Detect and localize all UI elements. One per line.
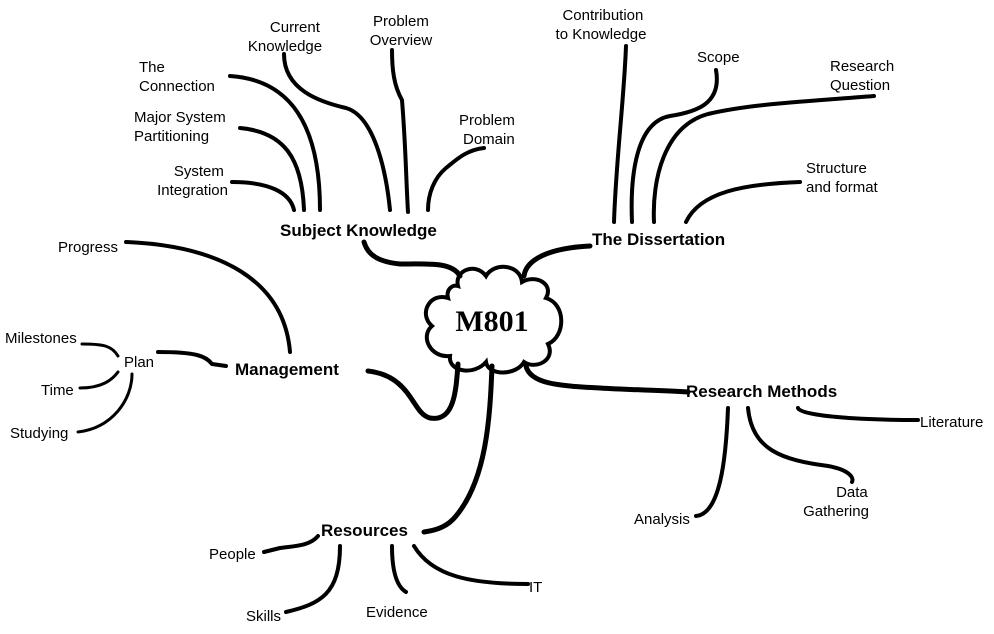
central-cloud-shape — [424, 265, 564, 375]
line-people — [262, 534, 320, 554]
label-evidence: Evidence — [366, 604, 428, 621]
line-evidence — [390, 544, 408, 594]
dissertation-labels: Contribution to Knowledge Scope Research… — [556, 7, 898, 196]
management-label: Management — [235, 360, 339, 379]
management-lines — [76, 240, 292, 434]
dissertation-label: The Dissertation — [592, 230, 725, 249]
resources-labels: People Skills Evidence IT — [209, 546, 542, 625]
central-node: M801 — [424, 265, 564, 375]
branch-line-subject-knowledge — [361, 239, 463, 279]
line-data-gathering — [746, 406, 855, 484]
label-it: IT — [529, 579, 542, 596]
line-studying — [76, 372, 134, 434]
label-literature: Literature — [920, 414, 983, 431]
resources-label: Resources — [321, 521, 408, 540]
resources-lines — [262, 534, 530, 614]
line-scope — [629, 68, 719, 224]
subject-knowledge-labels: Current Knowledge Problem Overview The C… — [134, 13, 519, 199]
label-time: Time — [41, 382, 74, 399]
subject-knowledge-label: Subject Knowledge — [280, 221, 437, 240]
main-branch-lines — [361, 239, 691, 535]
line-milestones — [80, 342, 120, 358]
line-it — [412, 544, 530, 586]
major-labels: Subject Knowledge The Dissertation Manag… — [235, 221, 837, 540]
line-analysis — [694, 406, 730, 518]
label-progress: Progress — [58, 239, 118, 256]
subject-knowledge-lines — [228, 48, 486, 214]
line-literature — [796, 406, 920, 422]
label-analysis: Analysis — [634, 511, 690, 528]
branch-line-dissertation — [521, 243, 593, 279]
line-problem-overview — [390, 48, 410, 214]
research-methods-lines — [694, 406, 920, 518]
label-current-knowledge: Current Knowledge — [248, 19, 324, 55]
label-the-connection: The Connection — [139, 59, 215, 95]
label-system-integration: System Integration — [157, 163, 228, 199]
label-problem-domain: Problem Domain — [459, 112, 519, 148]
line-time — [78, 370, 120, 390]
line-progress — [124, 240, 292, 354]
central-node-label: M801 — [455, 305, 528, 338]
line-structure-format — [684, 180, 802, 224]
label-scope: Scope — [697, 49, 740, 66]
branch-line-management — [365, 361, 461, 421]
branch-line-resources — [421, 363, 495, 535]
label-contribution: Contribution to Knowledge — [556, 7, 648, 43]
line-skills — [284, 544, 342, 614]
line-research-question — [651, 94, 876, 224]
label-structure-format: Structure and format — [806, 160, 879, 196]
label-plan: Plan — [124, 354, 154, 371]
label-major-system-partitioning: Major System Partitioning — [134, 109, 230, 145]
line-plan — [156, 350, 228, 368]
label-milestones: Milestones — [5, 330, 77, 347]
label-people: People — [209, 546, 256, 563]
label-problem-overview: Problem Overview — [370, 13, 433, 49]
line-system-integration — [230, 180, 296, 212]
research-methods-labels: Literature Analysis Data Gathering — [634, 414, 983, 528]
label-studying: Studying — [10, 425, 68, 442]
line-current-knowledge — [282, 52, 392, 212]
line-major-system-partitioning — [238, 126, 306, 212]
label-skills: Skills — [246, 608, 281, 625]
line-the-connection — [228, 74, 322, 212]
dissertation-lines — [612, 44, 876, 224]
research-methods-label: Research Methods — [686, 382, 837, 401]
line-contribution — [612, 44, 628, 224]
label-data-gathering: Data Gathering — [803, 484, 872, 520]
label-research-question: Research Question — [830, 58, 898, 94]
management-labels: Progress Plan Milestones Time Studying — [5, 239, 154, 442]
line-problem-domain — [426, 146, 486, 212]
branch-line-research-methods — [523, 363, 691, 395]
